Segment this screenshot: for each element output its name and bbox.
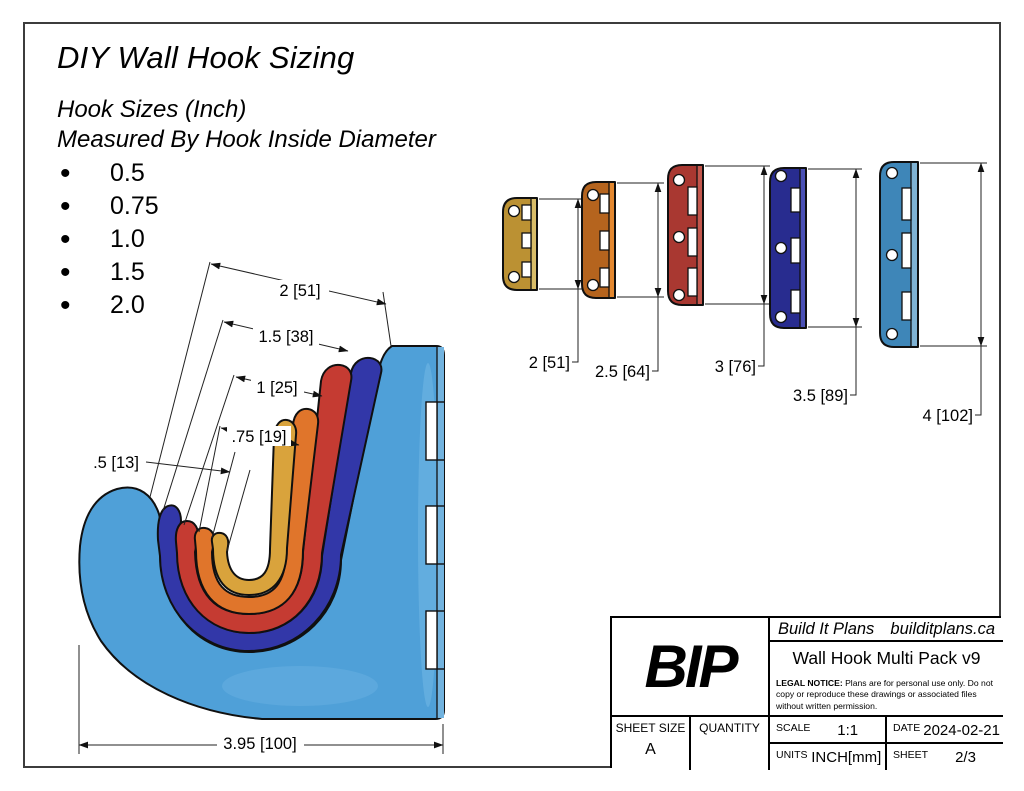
plate-edge-strip xyxy=(609,183,614,297)
product-cell: Wall Hook Multi Pack v9 LEGAL NOTICE: Pl… xyxy=(770,642,1003,715)
quantity-value xyxy=(691,735,768,741)
bip-logo: BIP xyxy=(644,633,738,700)
logo-cell: BIP xyxy=(612,618,770,715)
size-value: 0.5 xyxy=(110,159,145,187)
units-cell: UNITS INCH[mm] xyxy=(770,742,887,770)
sheet-number-cell: SHEET 2/3 xyxy=(887,742,1003,770)
date-cell: DATE 2024-02-21 xyxy=(887,715,1003,742)
size-item: 2.0 xyxy=(60,289,159,322)
legal-notice-text: Plans are for personal use only. Do not … xyxy=(776,677,994,711)
plate-dim-label-2-5in: 2.5 [64] xyxy=(595,363,650,381)
sheet-value: 2/3 xyxy=(955,749,976,766)
hook-2_0-shape xyxy=(78,345,445,720)
sheet-size-cell: SHEET SIZE A xyxy=(612,715,691,770)
plate-dim-label-3-5in: 3.5 [89] xyxy=(793,387,848,405)
main-extension-lines xyxy=(78,261,444,754)
size-value: 0.75 xyxy=(110,192,159,220)
plate-slots xyxy=(885,166,912,341)
date-label: DATE xyxy=(893,722,921,734)
size-value: 2.0 xyxy=(110,291,145,319)
size-item: 0.75 xyxy=(60,190,159,223)
hook-size-list: 0.5 0.75 1.0 1.5 2.0 xyxy=(60,157,159,322)
plate-slots xyxy=(672,173,698,302)
brand-cell: Build It Plans builditplans.ca xyxy=(770,618,1003,642)
plate-0_5 xyxy=(502,197,538,291)
plate-dim-label-3in: 3 [76] xyxy=(715,358,756,376)
plate-edge-strip xyxy=(697,166,702,304)
legal-notice-prefix: LEGAL NOTICE: xyxy=(776,677,843,688)
quantity-cell: QUANTITY xyxy=(691,715,770,770)
plate-edge-strip xyxy=(531,199,536,289)
plate-2_0 xyxy=(879,161,919,348)
hook-0_75-shape xyxy=(193,407,320,615)
size-item: 1.0 xyxy=(60,223,159,256)
date-value: 2024-02-21 xyxy=(923,722,1000,739)
plate-edge-strip xyxy=(800,169,805,327)
plate-1_0 xyxy=(667,164,704,306)
dim-label-width: 3.95 [100] xyxy=(223,735,296,753)
subtitle-line-2: Measured By Hook Inside Diameter xyxy=(57,126,436,153)
plate-dim-label-4in: 4 [102] xyxy=(923,407,973,425)
hook-0_5-shape xyxy=(210,418,298,596)
dim-label-1in: 1 [25] xyxy=(256,379,297,397)
plate-0_75 xyxy=(581,181,616,299)
size-item: 0.5 xyxy=(60,157,159,190)
plate-edge-strip xyxy=(911,163,917,346)
main-hook-view: 2 [51] 1.5 [38] 1 [25] .75 [19] .5 [13] … xyxy=(78,261,445,754)
brand-name: Build It Plans xyxy=(778,619,875,638)
plate-slots xyxy=(425,401,444,670)
brand-website: builditplans.ca xyxy=(890,619,995,638)
plate-slots xyxy=(586,188,610,292)
highlight-streak xyxy=(222,666,378,706)
subtitle-line-1: Hook Sizes (Inch) xyxy=(57,96,247,123)
dim-label-0-75in: .75 [19] xyxy=(231,428,286,446)
plate-slots xyxy=(507,204,532,284)
label-masks xyxy=(217,280,329,754)
dim-label-0-5in: .5 [13] xyxy=(93,454,139,472)
units-label: UNITS xyxy=(776,749,808,761)
page-border xyxy=(23,22,1001,768)
page-title: DIY Wall Hook Sizing xyxy=(57,40,355,75)
title-block: BIP Build It Plans builditplans.ca Wall … xyxy=(610,616,1003,770)
legal-notice: LEGAL NOTICE: Plans are for personal use… xyxy=(776,678,1000,712)
sheet-size-label: SHEET SIZE xyxy=(615,721,686,735)
size-value: 1.0 xyxy=(110,225,145,253)
sheet-size-value: A xyxy=(645,741,656,758)
plate-side-view: 2 [51] 2.5 [64] 3 [76] 3.5 [89] 4 [102] xyxy=(502,161,987,425)
product-name: Wall Hook Multi Pack v9 xyxy=(792,648,981,668)
dim-label-2in: 2 [51] xyxy=(279,282,320,300)
quantity-label: QUANTITY xyxy=(699,721,760,735)
scale-cell: SCALE 1:1 xyxy=(770,715,887,742)
plate-1_5 xyxy=(769,167,807,329)
size-value: 1.5 xyxy=(110,258,145,286)
scale-value: 1:1 xyxy=(837,722,859,739)
sheet-label: SHEET xyxy=(893,749,929,761)
units-value: INCH[mm] xyxy=(811,749,882,766)
plate-dim-label-2in: 2 [51] xyxy=(529,354,570,372)
plate-dimension-lines xyxy=(572,162,985,416)
plate-slots xyxy=(774,169,801,324)
dim-label-1-5in: 1.5 [38] xyxy=(258,328,313,346)
scale-label: SCALE xyxy=(776,722,811,734)
plate-edge-strip xyxy=(437,347,444,718)
size-item: 1.5 xyxy=(60,256,159,289)
